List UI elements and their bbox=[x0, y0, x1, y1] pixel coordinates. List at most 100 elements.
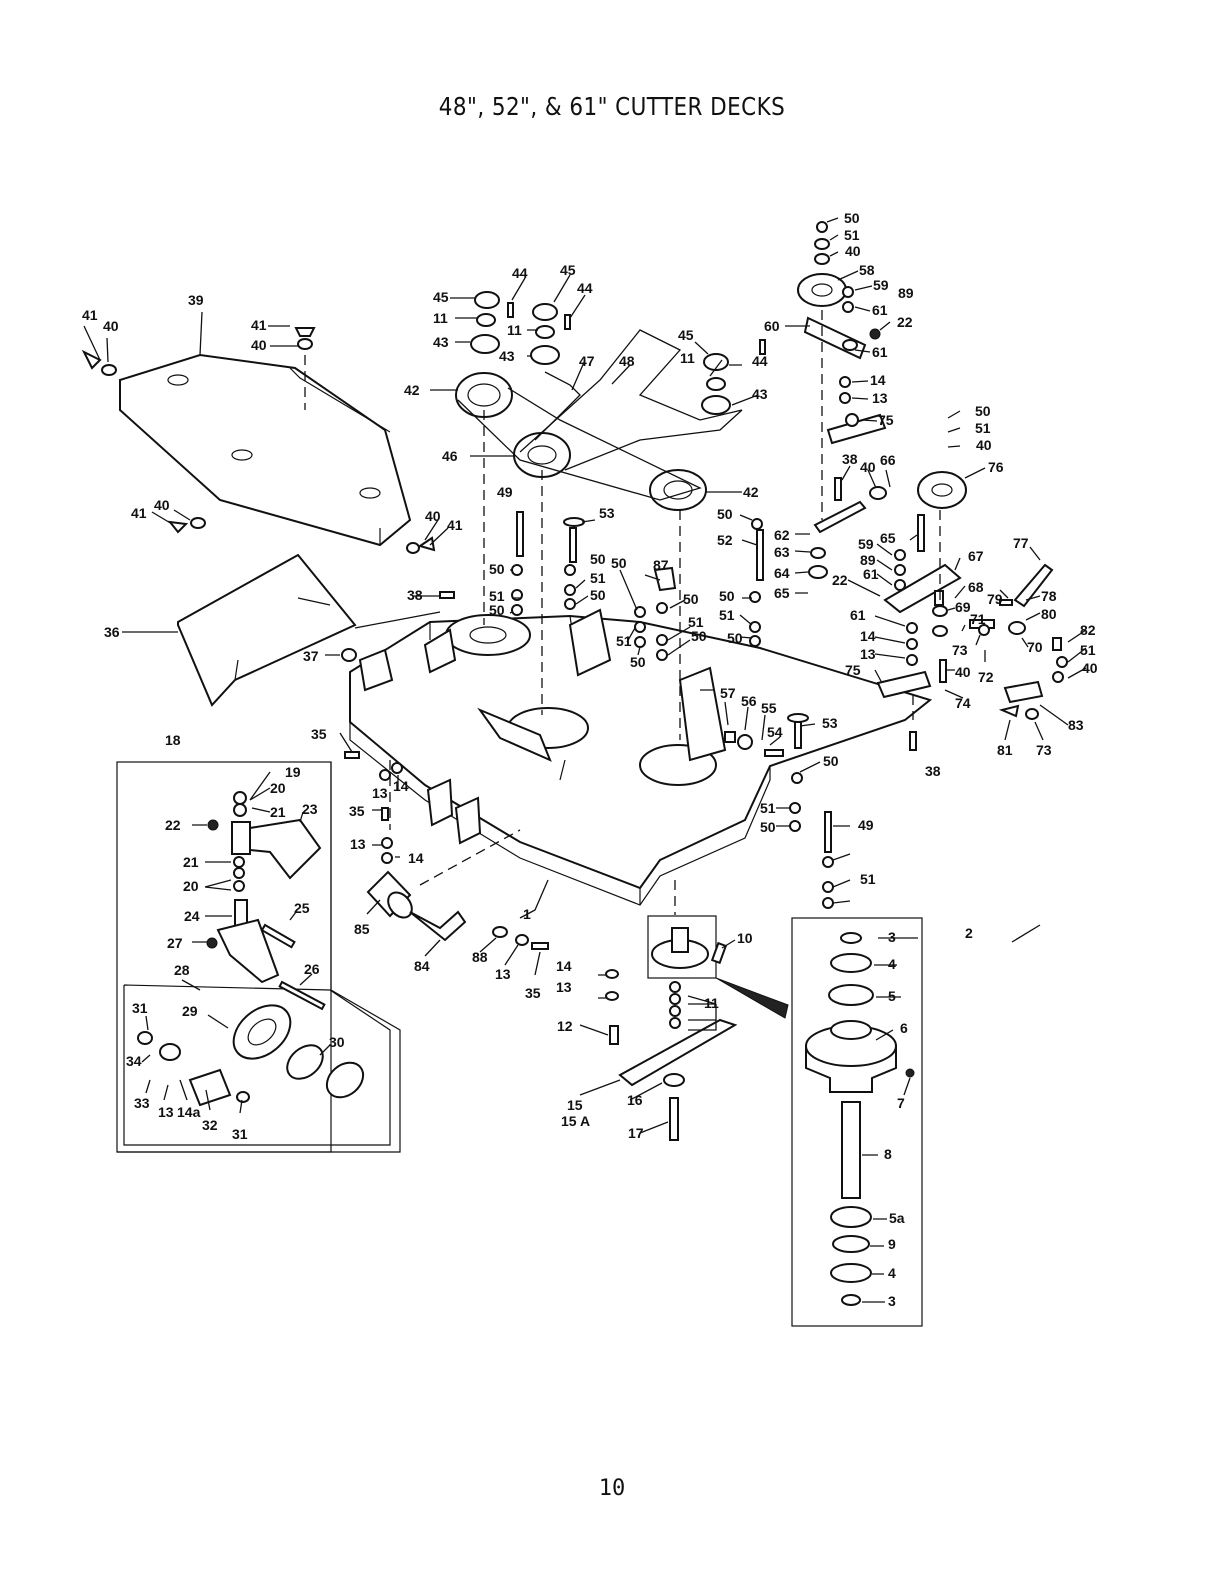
callout-50: 50 bbox=[691, 628, 707, 644]
callout-65: 65 bbox=[774, 585, 790, 601]
pulley-belt-assembly bbox=[455, 291, 743, 511]
callout-50: 50 bbox=[760, 819, 776, 835]
callout-67: 67 bbox=[968, 548, 984, 564]
callout-60: 60 bbox=[764, 318, 780, 334]
callout-13: 13 bbox=[556, 979, 572, 995]
belt-guard-cover bbox=[119, 353, 412, 547]
callout-20: 20 bbox=[183, 878, 199, 894]
callout-labels: 1 2 3 3 4 4 5 5a 6 7 8 9 10 11 11 11 11 … bbox=[82, 210, 1098, 1309]
callout-80: 80 bbox=[1041, 606, 1057, 622]
callout-89: 89 bbox=[860, 552, 876, 568]
callout-1: 1 bbox=[523, 906, 531, 922]
callout-85: 85 bbox=[354, 921, 370, 937]
callout-50: 50 bbox=[630, 654, 646, 670]
callout-77: 77 bbox=[1013, 535, 1029, 551]
callout-30: 30 bbox=[329, 1034, 345, 1050]
callout-17: 17 bbox=[628, 1125, 644, 1141]
idler-arm-assembly-right bbox=[797, 221, 1054, 704]
callout-4: 4 bbox=[888, 956, 896, 972]
callout-50: 50 bbox=[590, 551, 606, 567]
callout-44: 44 bbox=[577, 280, 593, 296]
callout-44: 44 bbox=[512, 265, 528, 281]
callout-40: 40 bbox=[154, 497, 170, 513]
callout-51: 51 bbox=[489, 588, 505, 604]
caster-wheel-assembly bbox=[116, 761, 401, 1153]
callout-50: 50 bbox=[683, 591, 699, 607]
callout-42: 42 bbox=[404, 382, 420, 398]
callout-5: 5 bbox=[888, 988, 896, 1004]
callout-7: 7 bbox=[897, 1095, 905, 1111]
callout-14: 14 bbox=[556, 958, 572, 974]
callout-6: 6 bbox=[900, 1020, 908, 1036]
callout-21: 21 bbox=[270, 804, 286, 820]
cutter-deck-housing bbox=[349, 608, 933, 906]
callout-82: 82 bbox=[1080, 622, 1096, 638]
callout-74: 74 bbox=[955, 695, 971, 711]
callout-83: 83 bbox=[1068, 717, 1084, 733]
callout-27: 27 bbox=[167, 935, 183, 951]
callout-3: 3 bbox=[888, 929, 896, 945]
roller-and-link bbox=[366, 778, 549, 950]
callout-62: 62 bbox=[774, 527, 790, 543]
callout-4: 4 bbox=[888, 1265, 896, 1281]
callout-50: 50 bbox=[719, 588, 735, 604]
leader-lines bbox=[83, 217, 1087, 1303]
callout-73: 73 bbox=[1036, 742, 1052, 758]
callout-64: 64 bbox=[774, 565, 790, 581]
callout-9: 9 bbox=[888, 1236, 896, 1252]
callout-45: 45 bbox=[678, 327, 694, 343]
page-number: 10 bbox=[598, 1476, 626, 1501]
callout-40: 40 bbox=[251, 337, 267, 353]
callout-49: 49 bbox=[858, 817, 874, 833]
callout-71: 71 bbox=[970, 611, 986, 627]
callout-50: 50 bbox=[823, 753, 839, 769]
callout-16: 16 bbox=[627, 1092, 643, 1108]
callout-51: 51 bbox=[590, 570, 606, 586]
callout-51: 51 bbox=[616, 633, 632, 649]
callout-41: 41 bbox=[447, 517, 463, 533]
callout-3: 3 bbox=[888, 1293, 896, 1309]
callout-89: 89 bbox=[898, 285, 914, 301]
callout-35: 35 bbox=[349, 803, 365, 819]
callout-51: 51 bbox=[975, 420, 991, 436]
callout-23: 23 bbox=[302, 801, 318, 817]
callout-15a: 15 A bbox=[561, 1113, 590, 1129]
deflector-baffle bbox=[177, 553, 357, 707]
callout-14: 14 bbox=[408, 850, 424, 866]
callout-87: 87 bbox=[653, 557, 669, 573]
callout-47: 47 bbox=[579, 353, 595, 369]
callout-50: 50 bbox=[844, 210, 860, 226]
callout-11: 11 bbox=[507, 322, 522, 338]
callout-70: 70 bbox=[1027, 639, 1043, 655]
callout-51: 51 bbox=[860, 871, 876, 887]
callout-24: 24 bbox=[184, 908, 200, 924]
callout-41: 41 bbox=[131, 505, 147, 521]
callout-40: 40 bbox=[1082, 660, 1098, 676]
callout-38: 38 bbox=[842, 451, 858, 467]
callout-51: 51 bbox=[844, 227, 860, 243]
blade-spindle-assembly bbox=[605, 915, 789, 1141]
callout-63: 63 bbox=[774, 544, 790, 560]
spindle-detail-box bbox=[791, 917, 923, 1327]
callout-40: 40 bbox=[103, 318, 119, 334]
callout-68: 68 bbox=[968, 579, 984, 595]
callout-43: 43 bbox=[433, 334, 449, 350]
callout-69: 69 bbox=[955, 599, 971, 615]
callout-50: 50 bbox=[590, 587, 606, 603]
callout-40: 40 bbox=[845, 243, 861, 259]
callout-13: 13 bbox=[872, 390, 888, 406]
callout-14: 14 bbox=[860, 628, 876, 644]
callout-34: 34 bbox=[126, 1053, 142, 1069]
callout-50: 50 bbox=[727, 630, 743, 646]
callout-37: 37 bbox=[303, 648, 319, 664]
callout-5a: 5a bbox=[889, 1210, 905, 1226]
callout-40: 40 bbox=[425, 508, 441, 524]
callout-50: 50 bbox=[489, 561, 505, 577]
callout-49: 49 bbox=[497, 484, 513, 500]
callout-11: 11 bbox=[433, 310, 448, 326]
callout-32: 32 bbox=[202, 1117, 218, 1133]
callout-42: 42 bbox=[743, 484, 759, 500]
callout-81: 81 bbox=[997, 742, 1013, 758]
callout-11: 11 bbox=[680, 350, 695, 366]
